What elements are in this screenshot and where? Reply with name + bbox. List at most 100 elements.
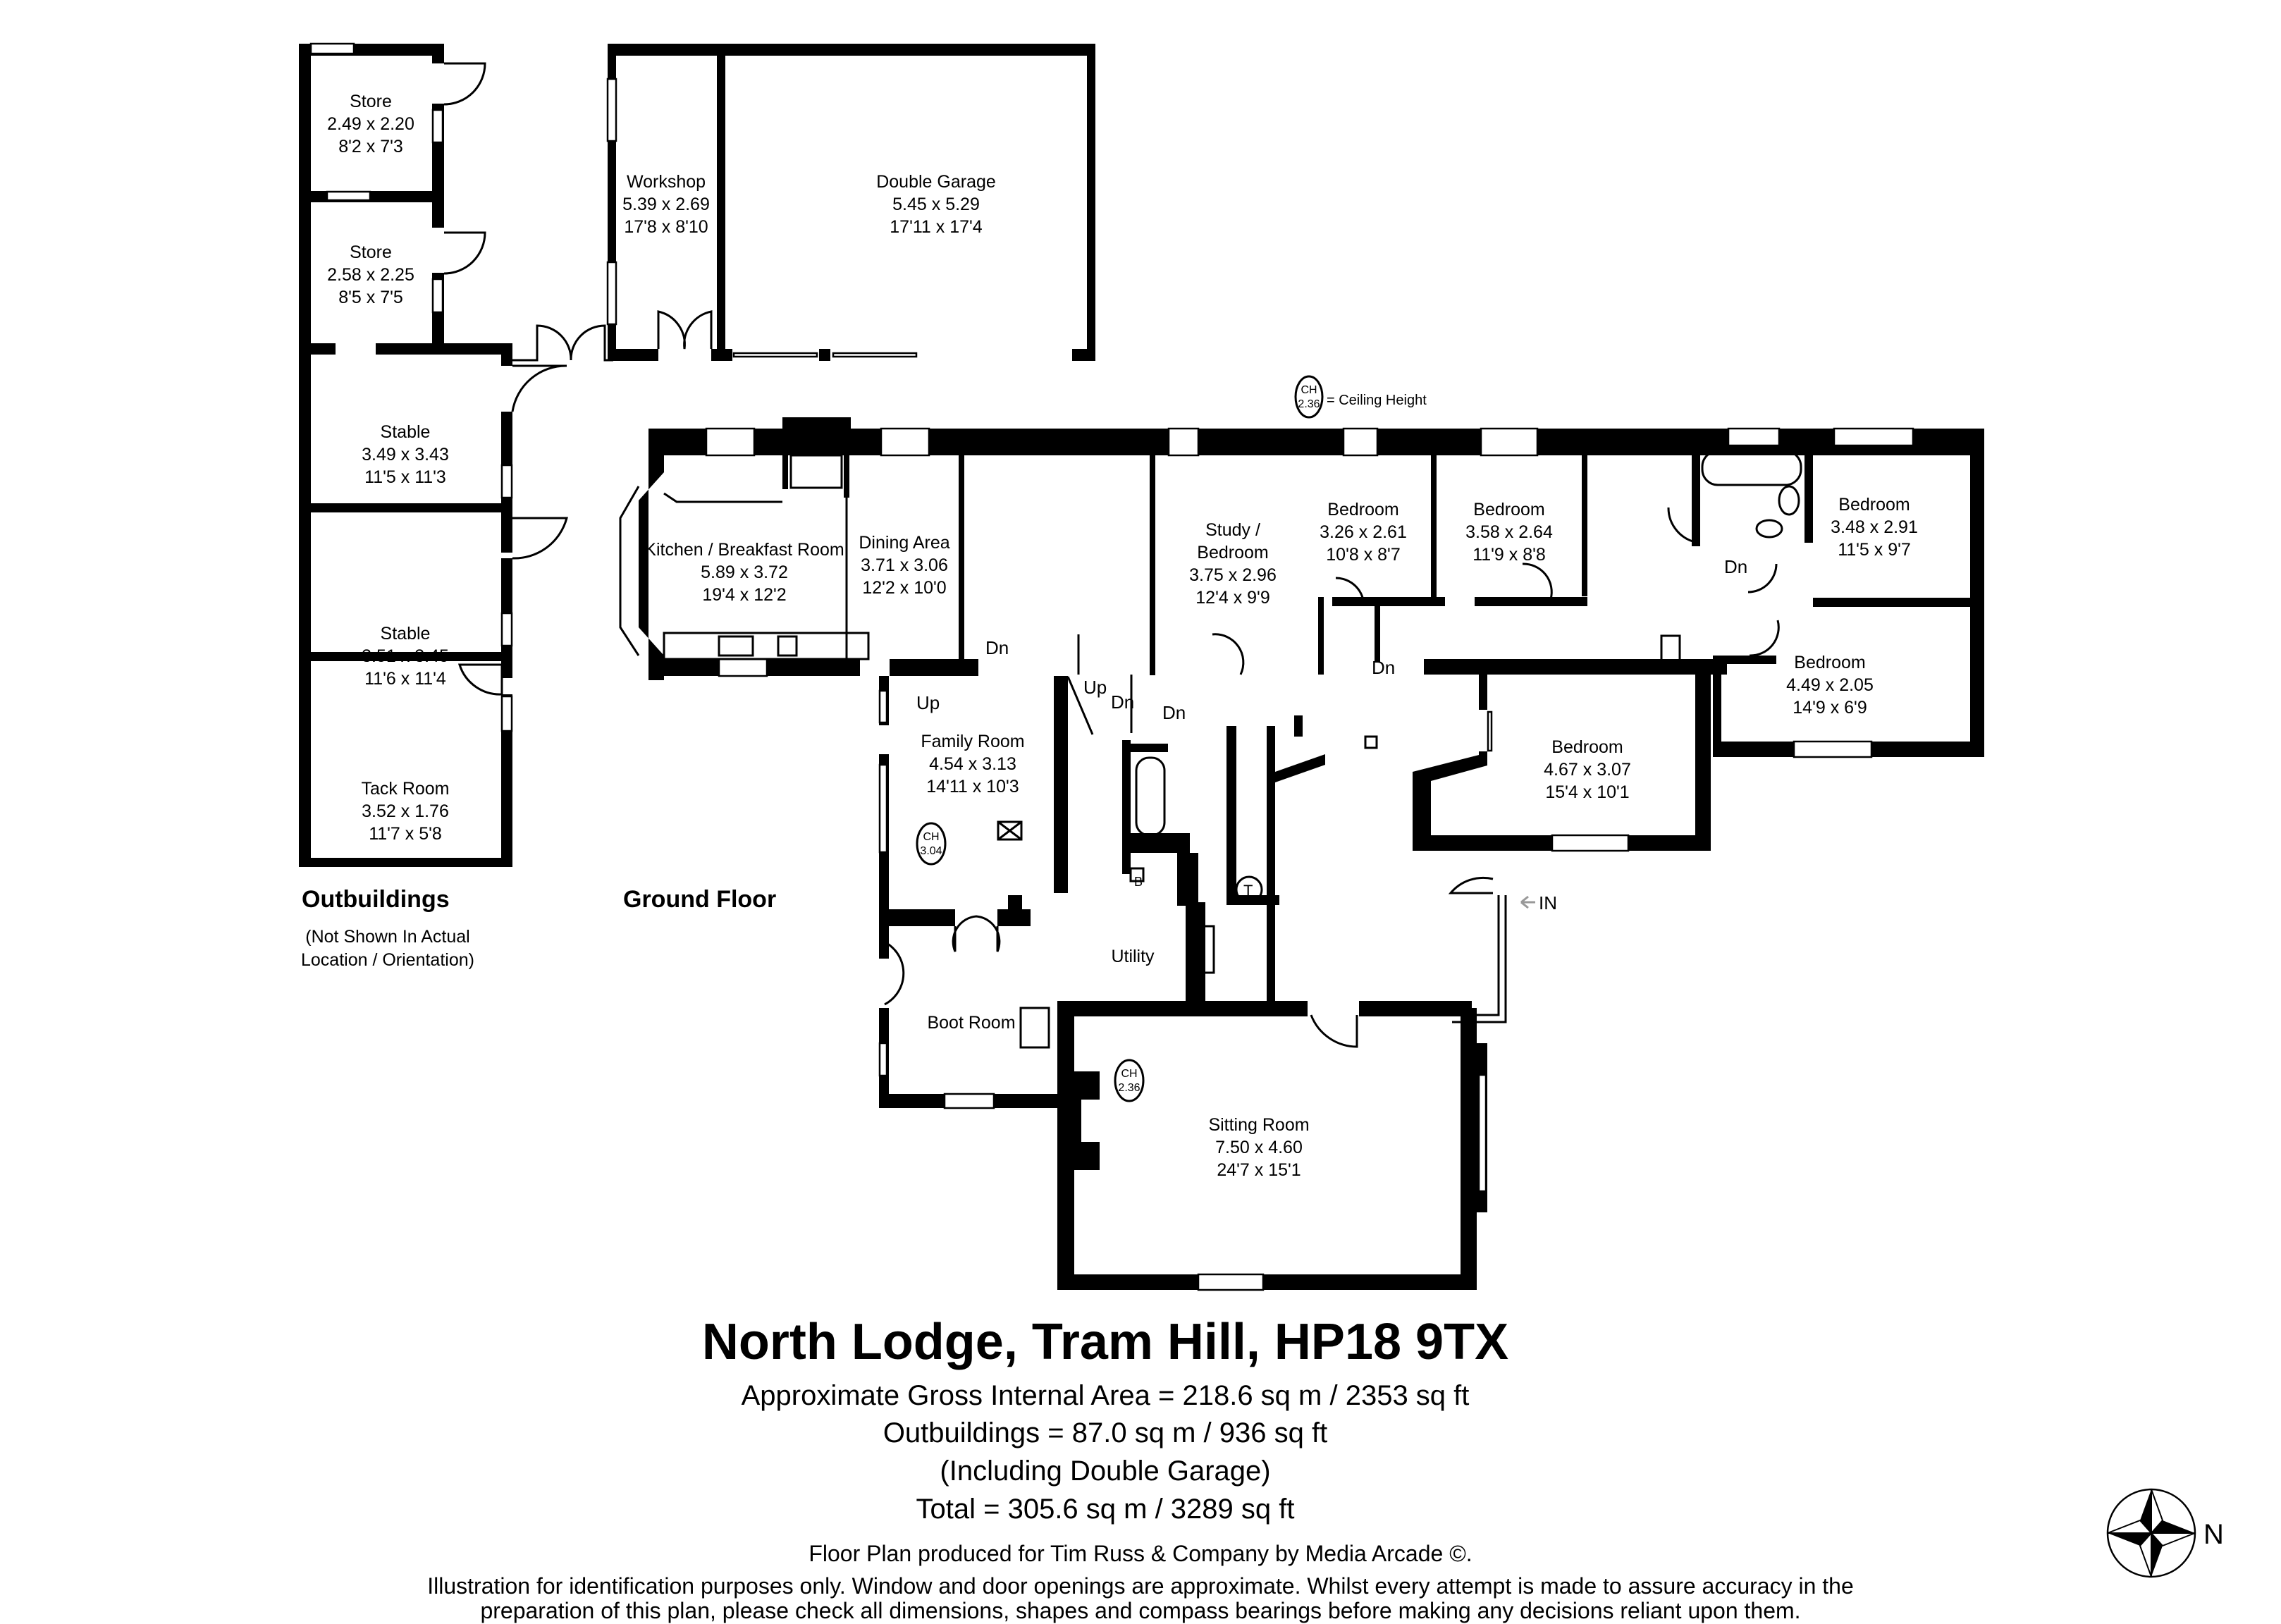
room-name: Double Garage xyxy=(876,172,996,192)
room-imperial: 10'8 x 8'7 xyxy=(1326,545,1400,565)
door-swing xyxy=(1522,562,1553,600)
room-imperial: 11'5 x 9'7 xyxy=(1838,540,1911,560)
window xyxy=(1833,427,1914,447)
wall xyxy=(1695,675,1711,851)
wall xyxy=(1061,1001,1308,1016)
wall xyxy=(1318,597,1324,675)
bath-icon xyxy=(1701,450,1802,486)
room-name: Stable xyxy=(381,624,431,644)
ch-value: 2.36 xyxy=(1118,1082,1140,1094)
room-name: Study / xyxy=(1205,520,1260,540)
stairs-down-label: Dn xyxy=(1724,556,1747,577)
room-metric: 2.49 x 2.20 xyxy=(327,114,414,134)
window xyxy=(500,464,513,499)
wall xyxy=(299,191,444,202)
area-total: Total = 305.6 sq m / 3289 sq ft xyxy=(916,1494,1295,1525)
window xyxy=(1793,740,1873,758)
window xyxy=(1167,427,1200,457)
wall xyxy=(1479,675,1487,710)
bay-window-wall xyxy=(639,455,664,680)
room-name: Bedroom xyxy=(1794,653,1865,672)
room-imperial: 11'5 x 11'3 xyxy=(364,467,446,487)
stairs-up-label: Up xyxy=(1083,677,1107,698)
room-metric: 5.39 x 2.69 xyxy=(622,195,710,214)
double-door-swing xyxy=(657,310,713,350)
wall xyxy=(608,349,658,361)
wall xyxy=(1072,349,1095,361)
garage-door xyxy=(732,352,818,358)
loft-hatch-icon xyxy=(997,820,1022,841)
room-metric: 3.51 x 3.45 xyxy=(362,646,449,666)
sink-icon xyxy=(1019,1007,1050,1049)
room-imperial: 12'4 x 9'9 xyxy=(1195,588,1269,608)
double-door-swing xyxy=(952,915,1001,952)
room-imperial: 14'11 x 10'3 xyxy=(926,777,1019,796)
wall xyxy=(1461,1008,1477,1290)
room-imperial: 8'2 x 7'3 xyxy=(338,137,403,156)
room-metric: 3.26 x 2.61 xyxy=(1320,522,1407,542)
sink-icon xyxy=(718,635,754,657)
outbuildings-stable-block xyxy=(299,42,613,867)
window xyxy=(880,427,930,457)
room-imperial: 17'8 x 8'10 xyxy=(624,217,708,237)
wall xyxy=(1713,656,1721,757)
worktop xyxy=(663,632,870,660)
wall xyxy=(376,343,512,355)
door-swing xyxy=(1667,507,1699,544)
window xyxy=(500,695,513,732)
window xyxy=(943,1093,995,1109)
stairs-up-label: Up xyxy=(916,692,940,713)
wall xyxy=(1359,1001,1472,1016)
ceiling-height-badge xyxy=(1114,1059,1145,1102)
garage-door xyxy=(832,352,918,358)
wall xyxy=(1413,753,1487,781)
wall xyxy=(1150,455,1155,675)
window xyxy=(1477,1074,1487,1193)
entrance-label: IN xyxy=(1539,892,1557,914)
room-imperial: 12'2 x 10'0 xyxy=(862,578,946,598)
door-swing xyxy=(443,62,486,106)
wall xyxy=(501,694,512,867)
entrance-arrow-icon xyxy=(1520,895,1535,909)
room-name: Kitchen / Breakfast Room xyxy=(644,540,844,560)
stairs-down-label: Dn xyxy=(985,637,1009,658)
ceiling-height-badge xyxy=(916,822,947,866)
wall xyxy=(717,44,725,361)
property-title: North Lodge, Tram Hill, HP18 9TX xyxy=(702,1314,1508,1370)
door-swing xyxy=(511,364,567,412)
main-house xyxy=(619,417,1984,1291)
window xyxy=(326,190,371,202)
loft-hatch-icon xyxy=(997,820,1023,841)
room-metric: 3.49 x 3.43 xyxy=(362,445,449,465)
wall xyxy=(1186,902,1205,1011)
wall xyxy=(1177,853,1198,906)
front-door-swing xyxy=(1448,876,1494,894)
wall xyxy=(1431,455,1437,598)
shower-icon xyxy=(1197,925,1215,974)
boiler-box xyxy=(1129,867,1145,882)
room-name: Dining Area xyxy=(859,533,949,553)
wall xyxy=(299,858,512,867)
ch-abbrev: CH xyxy=(1301,384,1317,396)
door-swing xyxy=(1749,620,1780,657)
toilet-icon xyxy=(1755,519,1783,539)
window xyxy=(705,427,756,457)
wall xyxy=(782,455,788,489)
bath-icon xyxy=(1135,756,1166,837)
workshop-garage-block xyxy=(606,44,1095,361)
chimney-breast xyxy=(782,417,851,431)
ch-abbrev: CH xyxy=(923,831,939,843)
wall xyxy=(299,44,311,867)
room-imperial: 11'6 x 11'4 xyxy=(364,669,446,689)
wall xyxy=(1008,895,1022,926)
worktop xyxy=(663,492,782,503)
wall xyxy=(1332,597,1445,606)
room-metric: 5.45 x 5.29 xyxy=(892,195,980,214)
room-name: Family Room xyxy=(921,732,1024,751)
room-metric: 2.58 x 2.25 xyxy=(327,265,414,285)
window xyxy=(1452,895,1500,1016)
outbuilding-labels: Store 2.49 x 2.20 8'2 x 7'3 Store 2.58 x… xyxy=(327,92,996,844)
boiler-label: B xyxy=(1134,875,1143,889)
room-imperial: 11'9 x 8'8 xyxy=(1472,545,1546,565)
wall xyxy=(1294,715,1303,737)
